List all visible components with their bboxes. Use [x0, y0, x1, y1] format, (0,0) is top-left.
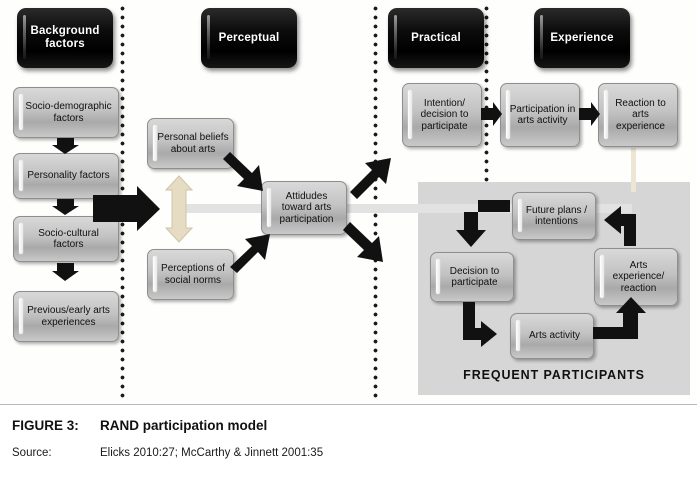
- node-intention-label: Intention/ decision to participate: [420, 97, 469, 132]
- node-personal-beliefs-about-arts: Personal beliefs about arts: [147, 118, 234, 169]
- arrow-sociodemo-to-personality: [52, 138, 79, 154]
- header-background-line1: Background: [30, 25, 100, 37]
- node-arts-experience-label: Arts experience/ reaction: [612, 259, 665, 294]
- arrow-attitudes-to-intention: [350, 158, 391, 199]
- node-perceptions-norms-label: Perceptions of social norms: [161, 263, 225, 286]
- header-experience-label: Experience: [550, 31, 614, 44]
- connector-reaction-to-panel: [631, 148, 636, 192]
- caption-figure-label: FIGURE 3:: [12, 418, 79, 433]
- caption-source-row: Source: Elicks 2010:27; McCarthy & Jinnet…: [12, 447, 323, 459]
- node-decision-label: Decision to participate: [449, 265, 500, 289]
- node-personality-factors: Personality factors: [13, 153, 119, 199]
- node-socio-demographic-factors: Socio-demographic factors: [13, 87, 119, 138]
- header-practical-label: Practical: [411, 31, 461, 44]
- node-previous-arts-label: Previous/early arts experiences: [27, 305, 110, 328]
- node-arts-activity-label: Arts activity: [528, 330, 581, 342]
- node-intention-decision-to-participate: Intention/ decision to participate: [402, 83, 482, 147]
- node-socio-cultural-label: Socio-cultural factors: [38, 227, 99, 251]
- diagram-canvas: FREQUENT PARTICIPANTS Background factors…: [13, 4, 690, 400]
- node-personality-label: Personality factors: [27, 170, 110, 182]
- node-attitudes-label: Attidudes toward arts participation: [279, 190, 334, 225]
- node-socio-demographic-label: Socio-demographic factors: [25, 101, 112, 124]
- caption-title-row: FIGURE 3: RAND participation model: [12, 418, 267, 433]
- arrow-sociocultural-to-previous: [52, 263, 79, 281]
- node-decision-to-participate: Decision to participate: [430, 252, 514, 302]
- node-future-plans-intentions: Future plans / intentions: [512, 192, 596, 240]
- header-perceptual: Perceptual: [201, 8, 297, 68]
- arrow-personality-to-sociocultural: [52, 199, 79, 215]
- node-participation-label: Participation in arts activity: [509, 103, 576, 127]
- caption-source-text: Elicks 2010:27; McCarthy & Jinnett 2001:…: [100, 447, 324, 459]
- connector-attitudes-to-panel: [177, 204, 632, 213]
- node-arts-activity: Arts activity: [510, 313, 594, 359]
- caption-source-label: Source:: [12, 447, 52, 459]
- header-experience: Experience: [534, 8, 630, 68]
- header-background-line2: factors: [45, 38, 85, 50]
- node-personal-beliefs-label: Personal beliefs about arts: [157, 132, 229, 155]
- caption-figure-title: RAND participation model: [100, 418, 268, 433]
- column-divider-3: [484, 4, 489, 190]
- node-participation-in-arts-activity: Participation in arts activity: [500, 83, 580, 147]
- node-previous-early-arts-experiences: Previous/early arts experiences: [13, 291, 119, 342]
- header-background-factors: Background factors: [17, 8, 113, 68]
- header-practical: Practical: [388, 8, 484, 68]
- column-divider-1: [120, 4, 125, 400]
- node-future-plans-label: Future plans / intentions: [525, 204, 588, 228]
- frequent-participants-label: FREQUENT PARTICIPANTS: [463, 368, 645, 382]
- node-perceptions-of-social-norms: Perceptions of social norms: [147, 249, 234, 300]
- figure-caption: FIGURE 3: RAND participation model Source…: [0, 404, 697, 483]
- header-perceptual-label: Perceptual: [218, 31, 280, 44]
- node-socio-cultural-factors: Socio-cultural factors: [13, 216, 119, 262]
- node-attitudes-toward-arts-participation: Attidudes toward arts participation: [261, 181, 347, 235]
- node-arts-experience-reaction: Arts experience/ reaction: [594, 248, 678, 306]
- arrow-norms-to-attitudes: [230, 234, 270, 273]
- node-reaction-to-arts-experience: Reaction to arts experience: [598, 83, 678, 147]
- node-reaction-label: Reaction to arts experience: [615, 97, 666, 132]
- arrow-participation-to-reaction: [579, 102, 600, 126]
- column-divider-2: [373, 4, 378, 400]
